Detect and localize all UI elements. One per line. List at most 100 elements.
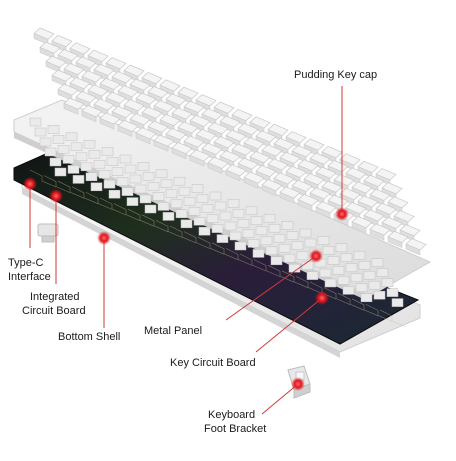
switch	[224, 221, 237, 231]
switch	[296, 251, 309, 260]
switch	[268, 223, 281, 233]
leader-foot-bracket	[261, 383, 299, 415]
switch	[103, 179, 116, 189]
type-c-connector	[37, 223, 59, 243]
switch	[198, 226, 211, 236]
marker-type-c	[23, 177, 37, 191]
marker-key-circuit	[315, 291, 329, 305]
marker-keycap	[335, 207, 349, 221]
switch	[80, 162, 93, 172]
markers	[23, 177, 349, 391]
trace	[43, 175, 71, 193]
marker-foot-bracket	[291, 377, 305, 391]
switch	[358, 260, 371, 270]
switch	[360, 293, 373, 303]
switch	[88, 149, 101, 159]
keycap	[297, 193, 319, 211]
trace	[127, 208, 155, 227]
switch	[129, 174, 142, 184]
switch	[332, 266, 345, 275]
trace	[351, 298, 379, 317]
keycap	[171, 141, 193, 160]
keycap	[135, 127, 157, 145]
keycap	[261, 178, 283, 197]
switch	[286, 231, 299, 240]
keycap	[39, 41, 61, 59]
switch	[142, 172, 155, 181]
switch	[49, 157, 62, 167]
keycap	[213, 136, 235, 154]
switch	[232, 209, 245, 218]
keycap	[279, 186, 301, 204]
switch	[126, 197, 139, 206]
switch	[173, 176, 186, 186]
switch	[119, 154, 132, 164]
trace	[239, 253, 267, 272]
switch	[319, 268, 332, 278]
switch	[155, 169, 168, 179]
switch	[345, 263, 358, 273]
switch	[260, 236, 273, 246]
trace	[141, 214, 169, 233]
switch	[211, 224, 224, 233]
switch	[137, 162, 150, 171]
switch	[283, 253, 296, 263]
switch	[376, 268, 389, 277]
switch	[116, 177, 129, 186]
switch	[363, 270, 376, 280]
trace	[29, 169, 57, 188]
trace	[99, 197, 127, 216]
switch	[162, 212, 175, 221]
switch	[65, 132, 78, 142]
label-metal-panel: Metal Panel	[144, 325, 203, 337]
keycap	[123, 99, 145, 117]
switch	[304, 238, 317, 248]
keycap	[321, 145, 343, 164]
switch	[242, 229, 255, 238]
keycap	[51, 34, 73, 53]
keycap	[387, 230, 409, 248]
label-integrated: Integrated	[30, 291, 80, 303]
switch	[337, 276, 350, 285]
switch	[371, 258, 384, 267]
switch	[144, 204, 157, 214]
keycap	[117, 119, 139, 137]
trace	[211, 242, 239, 261]
keycap	[309, 152, 331, 170]
trace	[295, 276, 323, 294]
switch	[209, 191, 222, 201]
switch	[67, 165, 80, 174]
switch	[44, 147, 57, 157]
switch	[108, 189, 121, 199]
pcb-traces	[29, 169, 407, 328]
switch	[139, 194, 152, 204]
keycap	[255, 130, 277, 148]
keycap	[159, 79, 181, 97]
keycap	[357, 160, 379, 178]
label-bottom-shell: Bottom Shell	[58, 331, 121, 343]
switch	[281, 221, 294, 230]
keycap	[303, 173, 325, 191]
switch	[201, 204, 214, 213]
switch	[62, 155, 75, 164]
switch	[317, 236, 330, 245]
switch	[288, 263, 301, 273]
switch	[342, 286, 355, 295]
switch	[350, 273, 363, 283]
keycap	[141, 106, 163, 124]
marker-integrated	[49, 189, 63, 203]
keycap	[297, 159, 319, 177]
switch	[368, 280, 381, 290]
keycap	[159, 113, 181, 132]
switch	[39, 137, 52, 147]
switch	[29, 117, 42, 127]
keycap	[33, 27, 55, 45]
switch	[237, 219, 250, 228]
switch	[188, 206, 201, 216]
switch	[157, 202, 170, 211]
switch	[265, 246, 278, 256]
switch	[391, 298, 404, 307]
keycap	[237, 157, 259, 175]
keycap	[315, 201, 337, 219]
